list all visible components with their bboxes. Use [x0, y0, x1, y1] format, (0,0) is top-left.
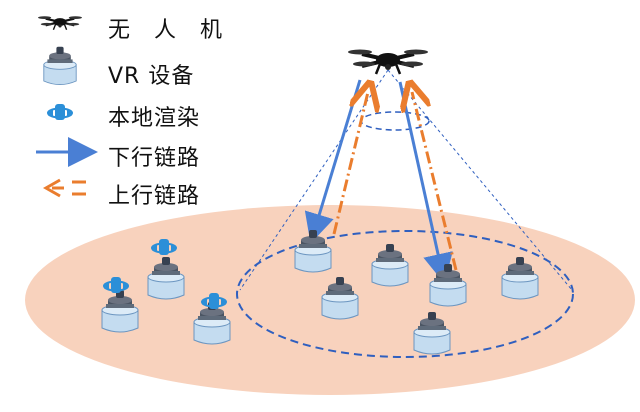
legend-drone-label: 无 人 机: [108, 18, 224, 43]
legend-local-render-label: 本地渲染: [108, 106, 201, 131]
uplink-arrow-1: [332, 92, 368, 235]
downlink-arrow-2: [398, 81, 453, 284]
legend-drone-icon: [36, 15, 84, 31]
legend-downlink-label: 下行链路: [108, 146, 201, 171]
legend-uplink-arrow: [42, 178, 86, 198]
legend-render-rotate-icon: [47, 103, 73, 121]
uplink-arrow-2: [412, 92, 458, 271]
legend-vr-device-label: VR 设备: [108, 64, 195, 89]
legend-uplink-label: 上行链路: [108, 184, 201, 209]
legend: [36, 15, 98, 198]
legend-vr-headset-icon: [43, 46, 77, 86]
